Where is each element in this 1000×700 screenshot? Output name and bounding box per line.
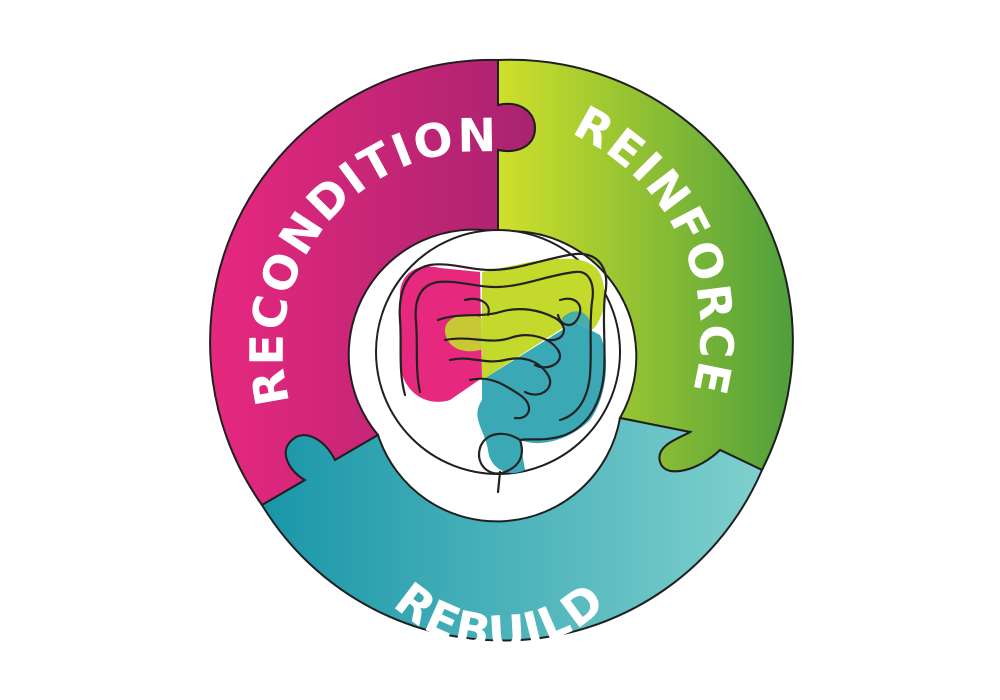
intestines-icon [398, 252, 608, 494]
segment-rebuild [260, 416, 764, 642]
